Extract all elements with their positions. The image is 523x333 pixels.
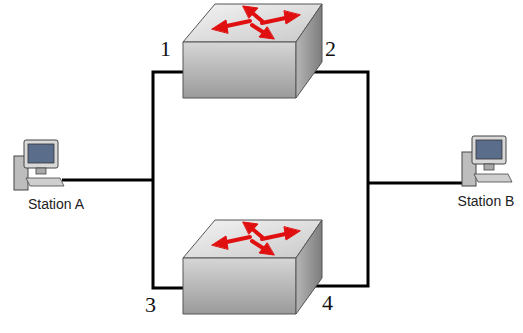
computer-icon	[14, 140, 64, 190]
switch-icon	[183, 220, 322, 314]
station-name: Station B	[455, 193, 518, 209]
station-name: Station A	[25, 196, 88, 212]
port-number: 4	[322, 292, 333, 314]
port-number: 3	[145, 294, 156, 316]
port-number: 2	[325, 38, 336, 60]
port-number: 1	[160, 38, 171, 60]
station-node: Station B	[455, 193, 518, 211]
switch-icon	[183, 4, 322, 98]
computer-icon	[462, 136, 512, 186]
station-node: Station A	[25, 196, 88, 214]
